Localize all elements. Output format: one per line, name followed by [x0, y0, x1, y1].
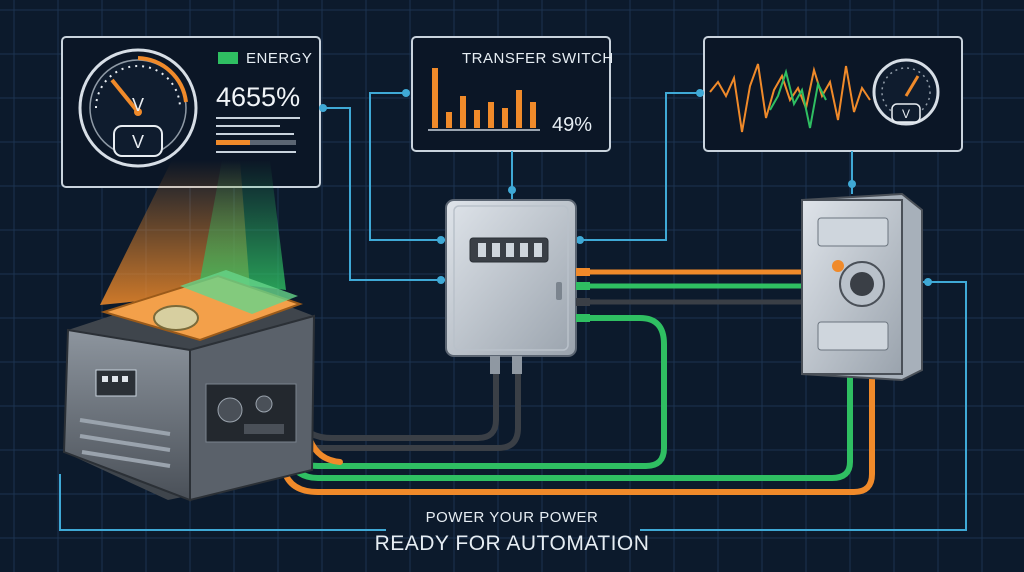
energy-text-lines [216, 117, 300, 135]
footer-headline: READY FOR AUTOMATION [374, 532, 650, 555]
energy-value: 4655% [216, 82, 301, 112]
transfer-switch-panel [411, 36, 611, 152]
energy-label: ENERGY [246, 50, 313, 67]
green-glow [200, 160, 286, 290]
signal-wires [59, 92, 967, 531]
waveform-icon [709, 63, 871, 133]
waveform-gauge-symbol: V [902, 107, 910, 121]
gauge-icon: V [872, 58, 940, 126]
transfer-switch-title: TRANSFER SWITCH [462, 50, 614, 67]
gauge-icon: V V [78, 48, 198, 168]
gauge-symbol-upper: V [132, 95, 144, 115]
energy-indicator [218, 52, 238, 64]
gauge-symbol: V [132, 132, 144, 152]
transfer-switch-value: 49% [552, 114, 593, 136]
breaker-panel-icon [801, 192, 923, 382]
bar-chart-icon [432, 68, 536, 128]
footer-tagline: POWER YOUR POWER [425, 509, 599, 526]
generator-icon [62, 270, 316, 502]
transfer-switch-box-icon [445, 199, 590, 374]
waveform-panel: V [703, 36, 963, 152]
wire-nodes [319, 89, 932, 286]
